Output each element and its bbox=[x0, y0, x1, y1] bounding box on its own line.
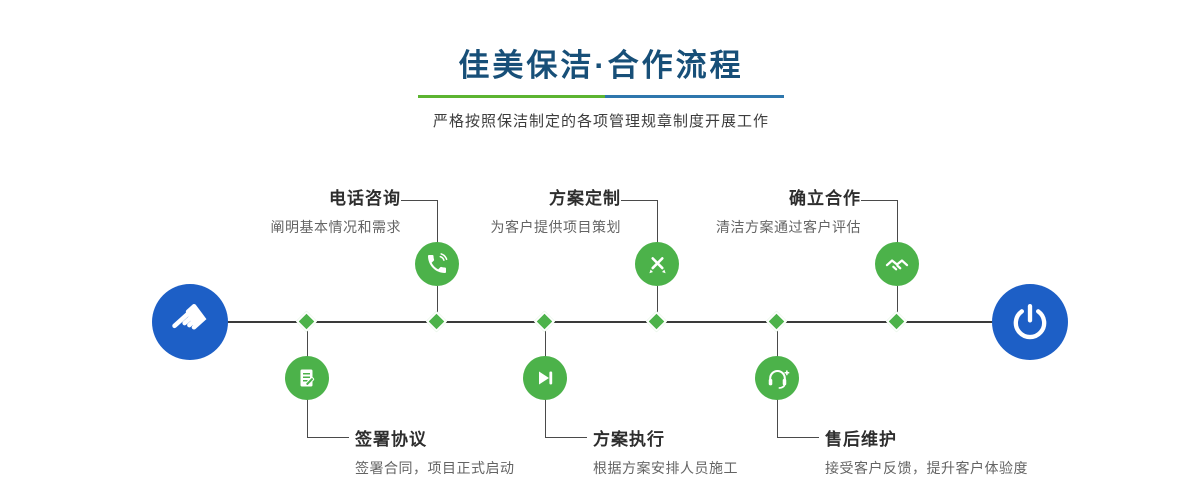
handshake-icon bbox=[885, 259, 909, 271]
step-desc: 清洁方案通过客户评估 bbox=[716, 219, 861, 235]
connector-line bbox=[621, 200, 657, 201]
connector-line bbox=[437, 200, 438, 243]
step-label-phone: 电话咨询 阐明基本情况和需求 bbox=[203, 184, 401, 237]
step-circle-contract bbox=[285, 356, 329, 400]
step-label-design: 方案定制 为客户提供项目策划 bbox=[423, 184, 621, 237]
headset-plus-icon bbox=[768, 369, 789, 389]
step-desc: 接受客户反馈，提升客户体验度 bbox=[825, 460, 1028, 476]
step-title: 签署协议 bbox=[355, 430, 427, 449]
connector-line bbox=[401, 200, 437, 201]
timeline-node-diamond bbox=[765, 310, 788, 333]
phone-icon bbox=[428, 253, 448, 273]
design-pencil-icon bbox=[648, 256, 666, 273]
page-title: 佳美保洁·合作流程 bbox=[458, 48, 744, 83]
timeline-end-node bbox=[992, 284, 1068, 360]
step-desc: 为客户提供项目策划 bbox=[490, 219, 621, 235]
connector-line bbox=[545, 399, 546, 437]
play-next-icon bbox=[539, 371, 553, 385]
timeline-node-diamond bbox=[533, 310, 556, 333]
connector-line bbox=[307, 323, 308, 357]
step-label-aftersales: 售后维护 接受客户反馈，提升客户体验度 bbox=[825, 425, 1115, 478]
connector-line bbox=[545, 323, 546, 357]
connector-line bbox=[307, 437, 349, 438]
step-circle-design bbox=[635, 242, 679, 286]
connector-line bbox=[897, 200, 898, 243]
timeline-node-diamond bbox=[295, 310, 318, 333]
timeline-node-diamond bbox=[645, 310, 668, 333]
title-divider bbox=[418, 95, 784, 98]
timeline-node-diamond bbox=[425, 310, 448, 333]
step-title: 方案定制 bbox=[549, 189, 621, 208]
step-title: 方案执行 bbox=[593, 430, 665, 449]
connector-line bbox=[861, 200, 897, 201]
contract-sign-icon bbox=[300, 369, 315, 387]
connector-line bbox=[437, 286, 438, 322]
timeline-start-node: ☚ bbox=[152, 284, 228, 360]
step-circle-cooperation bbox=[875, 242, 919, 286]
connector-line bbox=[657, 286, 658, 322]
step-label-execute: 方案执行 根据方案安排人员施工 bbox=[593, 425, 873, 478]
step-circle-execute bbox=[523, 356, 567, 400]
step-desc: 根据方案安排人员施工 bbox=[593, 460, 738, 476]
step-label-contract: 签署协议 签署合同，项目正式启动 bbox=[355, 425, 635, 478]
connector-line bbox=[545, 437, 587, 438]
timeline-line bbox=[190, 321, 1030, 323]
step-label-cooperation: 确立合作 清洁方案通过客户评估 bbox=[663, 184, 861, 237]
step-title: 售后维护 bbox=[825, 430, 897, 449]
step-title: 确立合作 bbox=[789, 189, 861, 208]
connector-line bbox=[777, 437, 819, 438]
pointer-hand-icon: ☚ bbox=[157, 289, 222, 354]
connector-line bbox=[657, 200, 658, 243]
step-circle-aftersales bbox=[755, 356, 799, 400]
power-icon bbox=[1013, 304, 1047, 340]
divider-blue-segment bbox=[605, 95, 784, 98]
step-circle-phone bbox=[415, 242, 459, 286]
connector-line bbox=[307, 399, 308, 437]
step-title: 电话咨询 bbox=[329, 189, 401, 208]
divider-green-segment bbox=[418, 95, 606, 98]
page-subtitle: 严格按照保洁制定的各项管理规章制度开展工作 bbox=[432, 113, 769, 130]
step-desc: 签署合同，项目正式启动 bbox=[355, 460, 515, 476]
timeline-node-diamond bbox=[885, 310, 908, 333]
connector-line bbox=[777, 399, 778, 437]
connector-line bbox=[777, 323, 778, 357]
step-desc: 阐明基本情况和需求 bbox=[270, 219, 401, 235]
connector-line bbox=[897, 286, 898, 322]
